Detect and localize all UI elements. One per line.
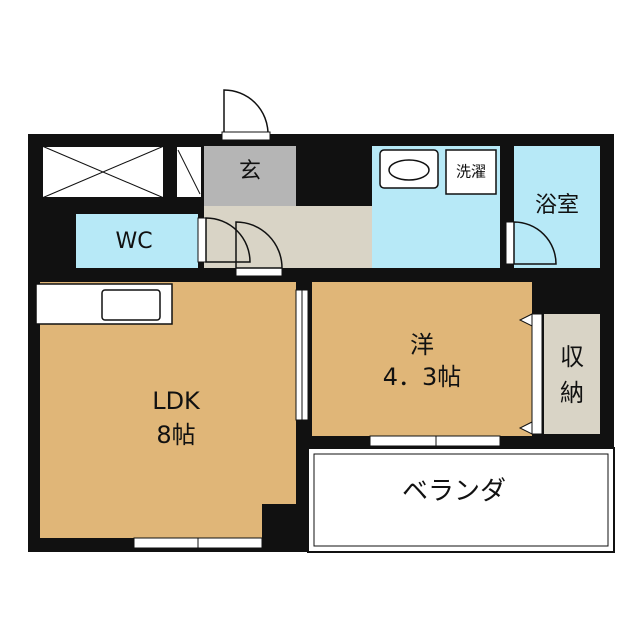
veranda-rail [313,453,609,547]
storage-floor [544,314,600,434]
hallway-floor [204,206,372,268]
ldk-door [235,267,283,277]
storage-door-mark [518,313,533,327]
kitchen-sink [101,289,161,321]
veranda-floor [308,448,614,552]
bath-door [505,221,515,265]
washer-label: 洗濯 [456,163,486,181]
western-room-window [369,435,501,447]
toilet-label: WC [115,229,152,254]
storage-door [531,313,543,435]
ldk-door-swing [235,221,283,269]
storage-label-2: 納 [560,379,584,407]
entrance-door-swing [223,89,269,135]
ldk-size: 8帖 [156,421,195,449]
storage-door-mark [518,421,533,435]
bath-label: 浴室 [535,193,579,218]
toilet-door-swing [205,217,251,263]
entrance-door [221,131,271,141]
toilet-door [197,217,207,263]
bath-door-swing [513,221,557,265]
toilet-floor [76,214,198,268]
western-room-floor [312,282,532,436]
veranda-label: ベランダ [402,477,506,507]
shoe-box-line [177,149,201,195]
washbasin-bowl [388,159,430,181]
entrance-label: 玄 [239,159,261,184]
closet-cross-line [41,145,165,199]
washer-space [445,149,497,195]
entrance-floor [204,146,296,206]
western-room-size: 4．3帖 [383,363,462,391]
ldk-floor [40,282,296,538]
ldk-label: LDK [152,387,201,415]
bath-floor [514,146,600,268]
storage-label-1: 収 [560,343,584,371]
western-room-label: 洋 [410,331,434,359]
veranda-outline [307,447,615,553]
